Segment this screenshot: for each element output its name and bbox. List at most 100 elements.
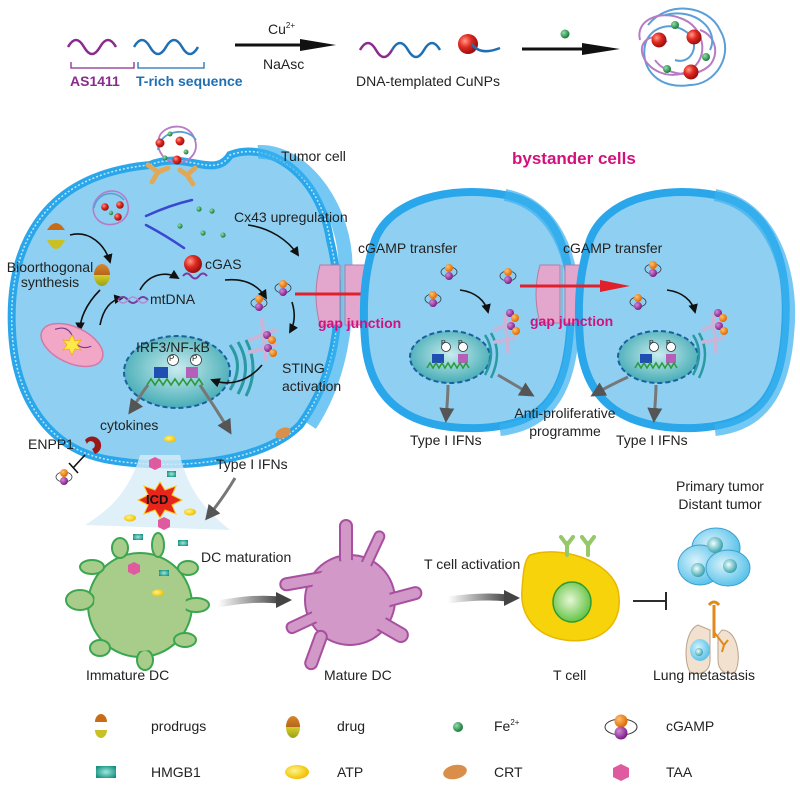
legend-icon-fe2 — [453, 722, 463, 732]
arrow-ifn-bystander-2 — [647, 384, 663, 423]
label-gap-junction-1: gap junction — [318, 315, 402, 331]
legend-label-crt: CRT — [494, 764, 523, 780]
label-trich-sequence: T-rich sequence — [136, 73, 243, 89]
label-gap-junction-2: gap junction — [530, 313, 614, 329]
arrow-type1-ifn-tumor — [198, 384, 232, 435]
lung-icon — [685, 600, 739, 674]
enpp1-icon — [68, 436, 102, 474]
tumor-cell — [7, 145, 354, 469]
label-as1411: AS1411 — [70, 73, 120, 89]
icd-burst — [136, 481, 184, 519]
receptor-icon — [145, 162, 198, 187]
cgamp-molecule — [440, 264, 458, 280]
legend-icon-crt — [443, 764, 467, 780]
arrow-reduction — [235, 39, 336, 51]
label-t-cell: T cell — [553, 667, 587, 683]
arrow-bystander1-sting — [459, 289, 491, 314]
label-cu2-reagent: Cu2+ — [268, 21, 295, 37]
bystander-cell-2 — [574, 188, 796, 436]
anti-prolif-line1: Anti-proliferative — [514, 405, 616, 421]
atp-molecule — [184, 508, 196, 516]
arrow-t-cell-activation — [447, 593, 509, 604]
phospho-label-1: P — [169, 354, 175, 363]
sting-line2: activation — [282, 377, 342, 394]
arrow-cx43 — [247, 224, 300, 257]
legend-label-fe2: Fe2+ — [494, 718, 519, 734]
nanocomplex-uptake — [155, 125, 197, 165]
arrow-ifn-bystander-1 — [439, 384, 455, 423]
arrow-mtdna-cgas — [139, 269, 180, 291]
legend-icon-taa — [613, 764, 629, 781]
phospho-label-b2b: P — [666, 340, 671, 347]
label-primary-tumor: Primary tumor — [676, 478, 764, 494]
dna-strand-trich — [132, 38, 200, 56]
legend-icon-prodrugs — [95, 714, 107, 738]
label-cx43-upregulation: Cx43 upregulation — [234, 209, 348, 225]
legend-label-taa: TAA — [666, 764, 693, 780]
label-mtdna: mtDNA — [150, 291, 196, 307]
bioorthogonal-line1: Bioorthogonal — [6, 259, 94, 275]
mtdna-icon — [117, 296, 149, 304]
label-type1-ifns-bystander-2: Type I IFNs — [616, 432, 688, 448]
hmgb1-molecule — [133, 534, 143, 540]
arrowhead-dc-maturation — [276, 592, 292, 608]
arrow-antiprolif-2 — [590, 375, 629, 397]
bracket-as1411 — [70, 62, 135, 69]
legend-label-cgamp: cGAMP — [666, 718, 715, 734]
dna-strand-as1411 — [66, 38, 118, 56]
arrow-bystander2-sting — [666, 289, 698, 314]
inhibition-symbol — [633, 592, 667, 610]
taa-molecule — [158, 517, 170, 530]
label-distant-tumor: Distant tumor — [678, 495, 762, 512]
label-icd: ICD — [146, 492, 169, 507]
arrow-sting-nucleus — [210, 364, 263, 388]
tumor-cluster-icon — [677, 527, 751, 587]
immature-dc — [65, 532, 210, 671]
phospho-label-b1b: P — [458, 340, 463, 347]
taa-molecule — [149, 457, 161, 470]
er-sting-bystander-1 — [483, 332, 499, 379]
label-cgas: cGAS — [205, 256, 242, 272]
er-sting — [228, 339, 255, 397]
label-type1-ifns-tumor: Type I IFNs — [216, 456, 288, 472]
label-bystander-cells: bystander cells — [512, 149, 636, 168]
label-mature-dc: Mature DC — [324, 667, 392, 683]
legend-label-hmgb1: HMGB1 — [151, 764, 201, 780]
prodrug-in-cell — [47, 223, 65, 249]
legend-icon-drug — [286, 716, 300, 738]
label-tumor-cell: Tumor cell — [281, 148, 346, 164]
legend-label-atp: ATP — [337, 764, 364, 780]
bracket-trich — [137, 62, 205, 69]
hmgb1-molecule — [178, 540, 188, 546]
arrow-ifn-dc — [205, 477, 237, 521]
phospho-label-2: P — [192, 354, 198, 363]
atp-molecule — [124, 514, 136, 522]
arrow-antiprolif-1 — [497, 373, 535, 397]
legend-icon-atp — [285, 765, 309, 779]
nucleus-bystander-1 — [409, 330, 491, 384]
mitochondrion — [40, 322, 104, 368]
phospho-label-b2a: P — [649, 340, 654, 347]
dna-templated-cunp — [358, 34, 501, 59]
mature-dc — [279, 519, 423, 671]
transfer-arrow-2 — [520, 280, 630, 292]
label-cgamp-transfer-2: cGAMP transfer — [563, 240, 663, 256]
label-t-cell-activation: T cell activation — [424, 556, 521, 572]
label-naasc: NaAsc — [263, 56, 305, 72]
t-cell — [521, 535, 620, 642]
bioorthogonal-line2: synthesis — [20, 274, 80, 291]
label-immature-dc: Immature DC — [86, 667, 170, 683]
dna-cu-fe-nanocomplex — [638, 7, 727, 87]
cgamp-molecule — [55, 469, 73, 485]
drug-in-cell — [94, 264, 110, 286]
arrow-cgas-cgamp — [224, 278, 268, 300]
crt-molecule — [275, 427, 291, 439]
hmgb1-molecule — [167, 471, 176, 477]
label-dna-templated-cunps: DNA-templated CuNPs — [356, 73, 500, 89]
cgamp-molecule — [274, 280, 292, 296]
label-cgamp-transfer-1: cGAMP transfer — [358, 240, 458, 256]
